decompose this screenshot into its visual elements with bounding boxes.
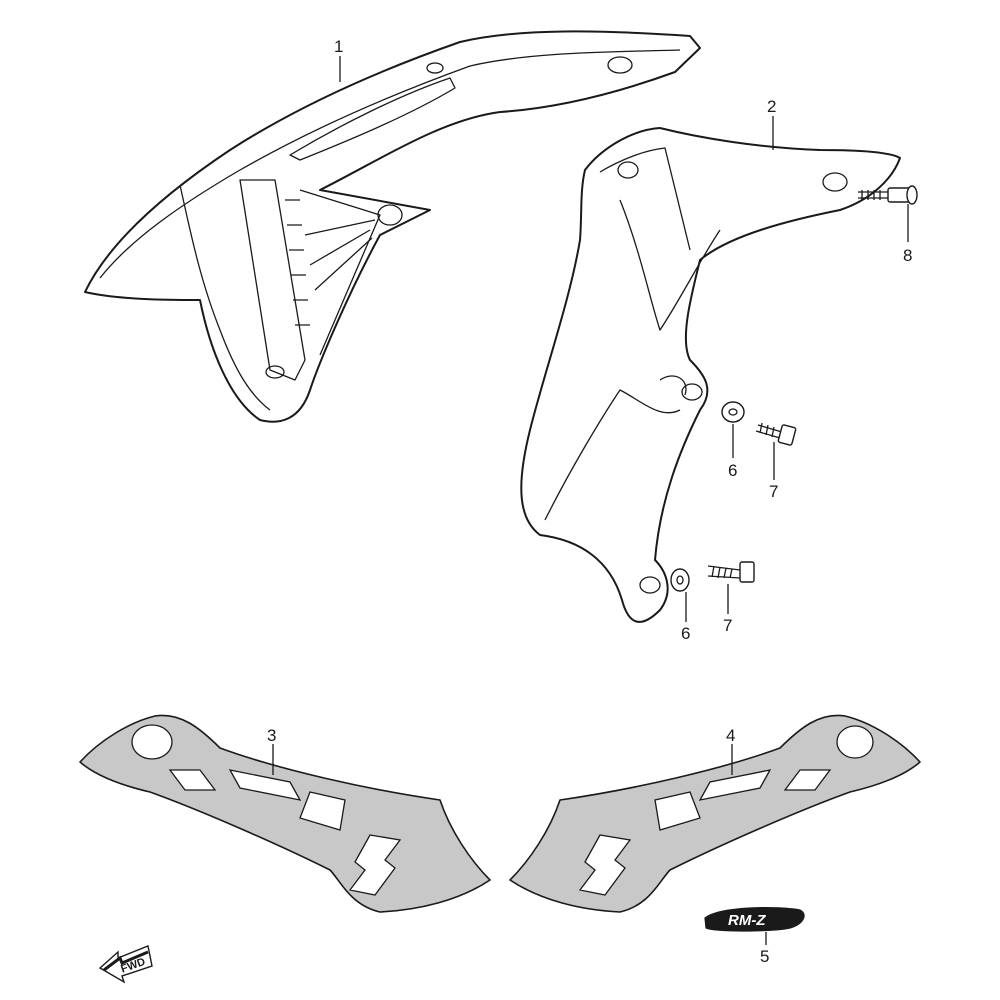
callout-7-upper: 7 <box>769 482 778 501</box>
rm-z-emblem[interactable]: RM-Z <box>704 907 805 932</box>
decal-left[interactable] <box>79 714 491 913</box>
washer-6-upper[interactable] <box>721 401 745 423</box>
emblem-text: RM-Z <box>728 912 766 929</box>
bolt-7-lower[interactable] <box>707 561 755 583</box>
callout-1: 1 <box>334 37 343 56</box>
bolt-8[interactable] <box>858 185 918 205</box>
decal-right[interactable] <box>509 714 921 913</box>
callout-4: 4 <box>726 726 735 745</box>
washer-6-lower[interactable] <box>670 568 690 592</box>
callout-8: 8 <box>903 246 912 265</box>
fwd-direction-arrow: FWD <box>98 945 153 984</box>
callout-2: 2 <box>767 97 776 116</box>
callout-6-upper: 6 <box>728 461 737 480</box>
callout-5: 5 <box>760 947 769 966</box>
callout-7-lower: 7 <box>723 616 732 635</box>
callout-numbers: 1 2 3 4 5 6 7 6 7 8 <box>267 37 912 966</box>
callout-6-lower: 6 <box>681 624 690 643</box>
bolt-7-upper[interactable] <box>755 422 797 446</box>
callout-3: 3 <box>267 726 276 745</box>
radiator-shroud-right[interactable] <box>520 127 901 623</box>
leader-lines <box>272 56 909 945</box>
radiator-shroud-left[interactable] <box>84 30 701 423</box>
